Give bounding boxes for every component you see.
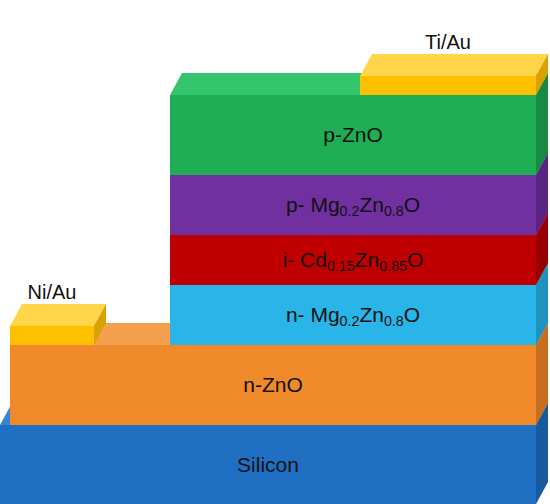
- side-face: [94, 304, 106, 345]
- n-mgzno-layer: n- Mg0.2Zn0.8O: [170, 285, 536, 345]
- layer-label: Silicon: [237, 453, 299, 477]
- i-cdzno-layer: i- Cd0.15Zn0.85O: [170, 235, 536, 285]
- top-face: [360, 54, 548, 76]
- p-zno-layer: p-ZnO: [170, 95, 536, 175]
- layer-label: n-ZnO: [243, 373, 303, 397]
- layer-label: p- Mg0.2Zn0.8O: [286, 193, 420, 217]
- layer-label: p-ZnO: [323, 123, 383, 147]
- ni-au-contact: Ni/Au: [10, 326, 94, 345]
- top-face: [170, 73, 548, 95]
- layer-label: n- Mg0.2Zn0.8O: [286, 303, 420, 327]
- ti-au-contact: Ti/Au: [360, 76, 536, 95]
- p-mgzno-layer: p- Mg0.2Zn0.8O: [170, 175, 536, 235]
- layer-label: i- Cd0.15Zn0.85O: [283, 248, 424, 272]
- silicon-substrate: Silicon: [0, 425, 536, 504]
- contact-label: Ni/Au: [28, 281, 77, 304]
- side-face: [536, 54, 548, 95]
- top-face: [10, 304, 106, 326]
- n-zno-layer: n-ZnO: [10, 345, 536, 425]
- contact-label: Ti/Au: [425, 31, 471, 54]
